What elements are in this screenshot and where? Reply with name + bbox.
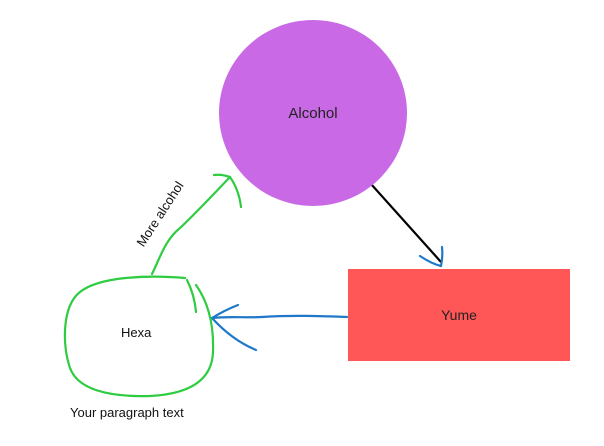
- hexa-label[interactable]: Hexa: [121, 325, 152, 340]
- alcohol-label: Alcohol: [288, 104, 338, 122]
- paragraph-text[interactable]: Your paragraph text: [70, 405, 184, 420]
- green-hand-circle: [63, 275, 215, 398]
- blue-arrow: [210, 303, 349, 352]
- yume-node[interactable]: Yume: [348, 269, 570, 361]
- alcohol-node[interactable]: Alcohol: [219, 20, 407, 206]
- black-arrow: [370, 183, 444, 268]
- green-arrow: [150, 173, 243, 276]
- yume-label: Yume: [441, 307, 477, 323]
